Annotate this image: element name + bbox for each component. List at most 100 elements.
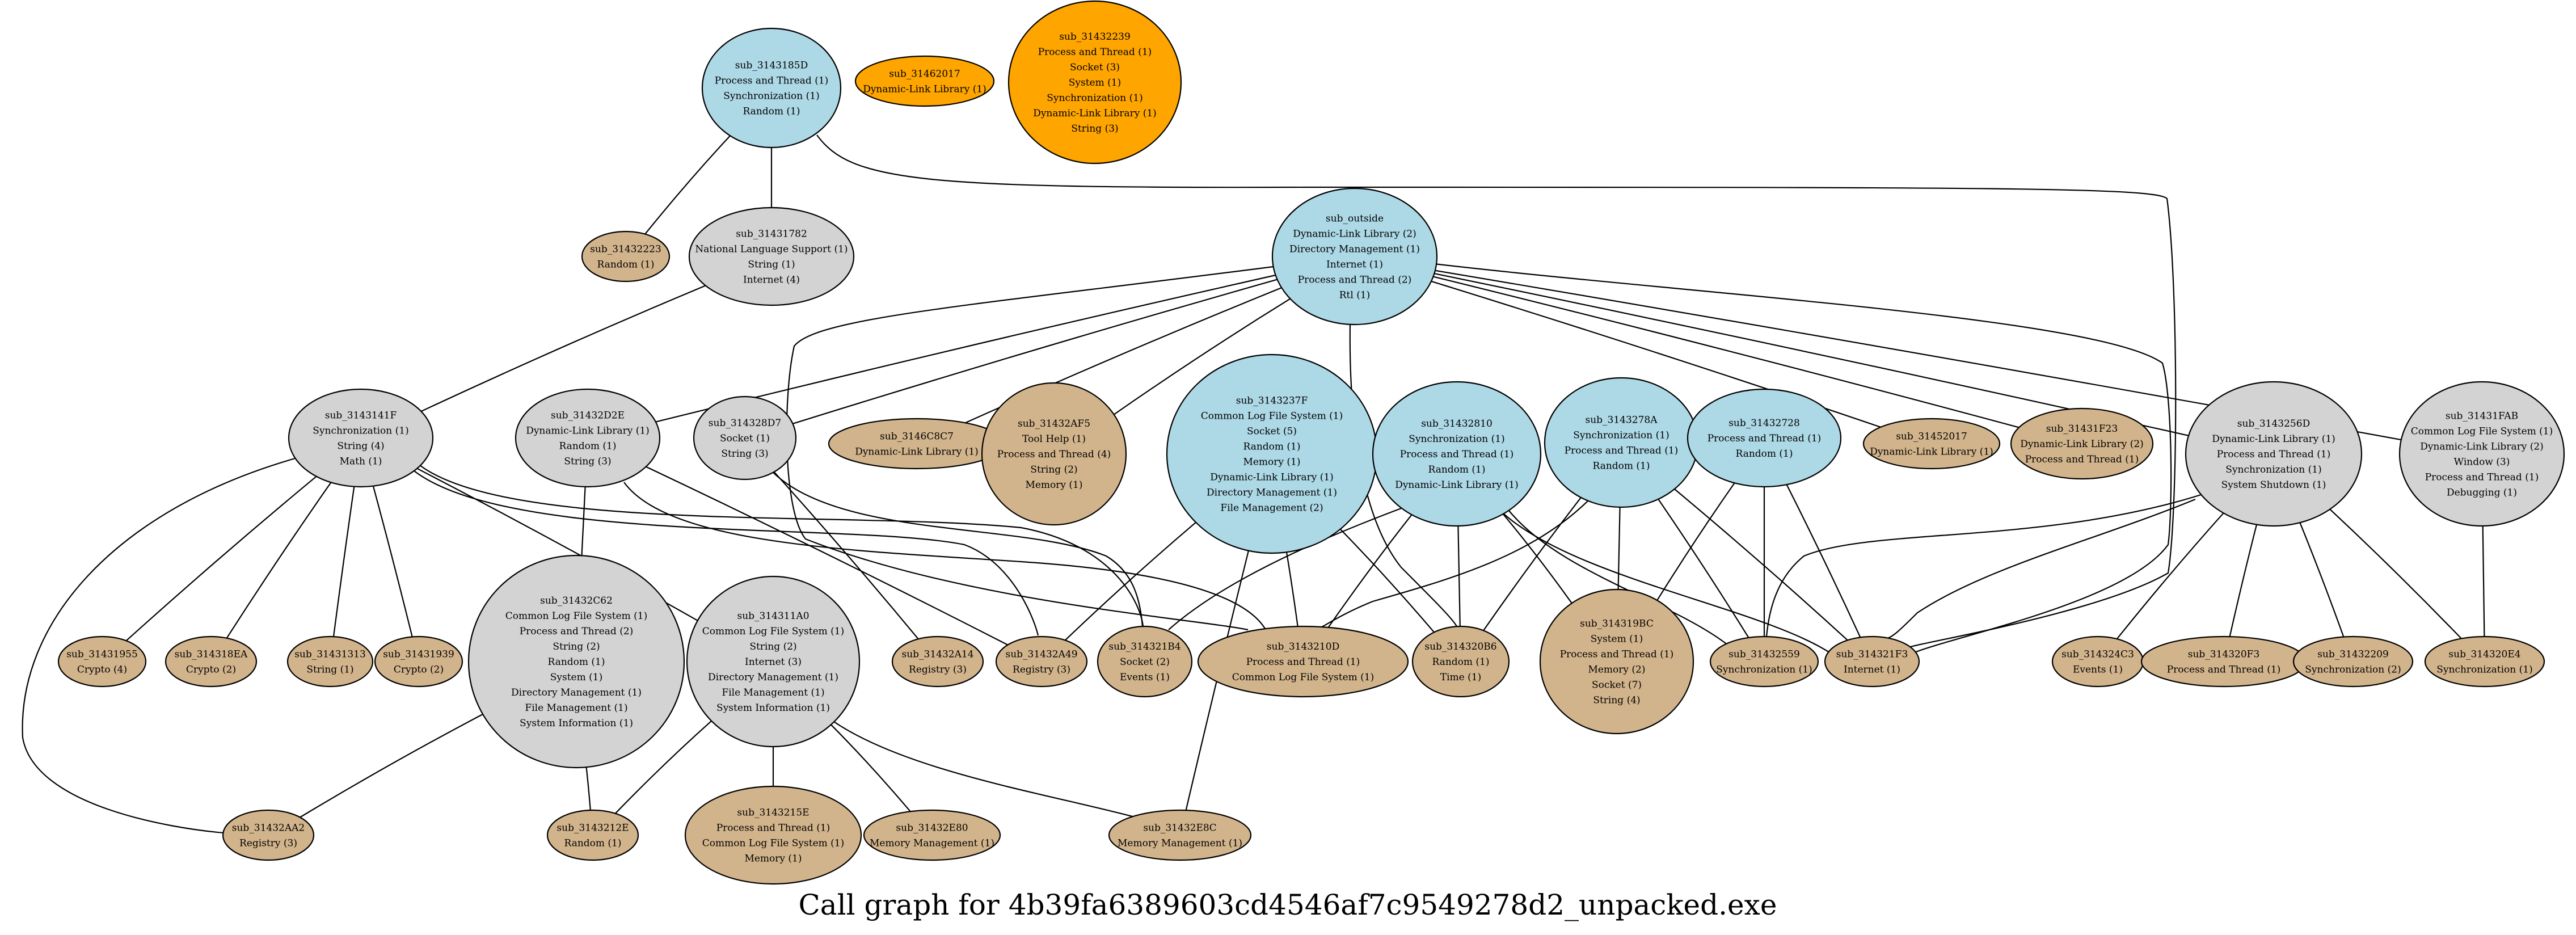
edge-n3143278A-to-n314320B6: [1483, 497, 1582, 631]
node-api-category: Common Log File System (1): [702, 626, 844, 637]
edge-n3143185D-to-n314321F3: [816, 134, 2177, 648]
node-api-category: Dynamic-Link Library (1): [1210, 472, 1334, 483]
node-ellipse: [1108, 809, 1252, 861]
node-api-category: String (2): [553, 641, 600, 652]
node-api-category: Internet (4): [743, 275, 800, 286]
node-api-category: Process and Thread (1): [715, 75, 829, 87]
edge-n3143278A-to-n31432559: [1658, 499, 1749, 638]
node-ellipse: [1709, 635, 1819, 688]
node-api-category: Synchronization (1): [313, 426, 408, 437]
edge-n31432728-to-n314319BC: [1656, 482, 1735, 601]
edge-n31431FAB-to-n314320E4: [2482, 525, 2485, 637]
edge-n31432810-to-n314321F3: [1503, 513, 1830, 653]
edge-n314311A0-to-n31432E8C: [833, 721, 1135, 818]
edge-n3143141F-to-n31431939: [372, 486, 413, 637]
node-ellipse: [546, 809, 639, 861]
node-function-name: sub_31431F23: [2046, 423, 2118, 435]
node-ellipse: [1687, 388, 1842, 488]
node-api-category: Rtl (1): [1339, 290, 1371, 301]
node-api-category: File Management (1): [525, 702, 627, 714]
node-api-category: Memory Management (1): [1118, 838, 1242, 849]
edge-n3143278A-to-n3143210D: [1321, 500, 1589, 627]
node-api-category: Common Log File System (1): [1201, 411, 1343, 422]
node-ellipse: [828, 418, 1006, 470]
node-function-name: sub_31432810: [1421, 418, 1493, 429]
node-function-name: sub_314319BC: [1580, 618, 1654, 630]
node-api-category: Registry (3): [239, 838, 297, 849]
node-api-category: Dynamic-Link Library (1): [526, 426, 650, 437]
node-api-category: Dynamic-Link Library (2): [2020, 439, 2144, 450]
node-api-category: Common Log File System (1): [702, 838, 844, 849]
node-api-category: Random (1): [597, 259, 655, 271]
node-api-category: Events (1): [1120, 672, 1170, 683]
edge-n31432810-to-n314320B6: [1457, 525, 1461, 627]
node-api-category: Common Log File System (1): [1232, 672, 1374, 683]
node-api-category: Directory Management (1): [1289, 244, 1420, 255]
node-ellipse: [581, 230, 671, 283]
node-api-category: Synchronization (1): [723, 91, 819, 102]
node-function-name: sub_3143237F: [1236, 395, 1308, 407]
node-ellipse: [701, 27, 842, 149]
edge-outside-to-n31432AF5: [1113, 298, 1291, 415]
node-ellipse: [2051, 635, 2144, 688]
node-ellipse: [995, 635, 1088, 688]
node-api-category: Dynamic-Link Library (1): [855, 447, 979, 458]
edge-n314328D7-to-n314321B4: [771, 470, 1144, 627]
edges-layer: [22, 134, 2485, 834]
node-function-name: sub_314321F3: [1836, 649, 1908, 660]
node-ellipse: [1824, 635, 1920, 688]
node-api-category: Dynamic-Link Library (1): [863, 84, 986, 95]
node-function-name: sub_31431782: [736, 229, 807, 240]
node-ellipse: [2185, 381, 2363, 527]
node-api-category: Socket (2): [1120, 656, 1170, 668]
node-api-category: Memory (1): [1243, 457, 1300, 468]
node-api-category: Process and Thread (1): [2167, 664, 2281, 676]
node-function-name: sub_314320E4: [2448, 649, 2520, 660]
node-api-category: Process and Thread (4): [997, 449, 1111, 460]
node-api-category: Synchronization (1): [1716, 664, 1812, 676]
node-function-name: sub_31432A14: [901, 649, 973, 660]
node-api-category: Process and Thread (1): [716, 823, 830, 834]
node-ellipse: [515, 388, 661, 488]
node-ellipse: [1372, 381, 1542, 527]
node-api-category: Process and Thread (1): [1565, 445, 1679, 457]
node-api-category: String (2): [1030, 464, 1077, 475]
node-api-category: Random (1): [1736, 448, 1793, 460]
node-api-category: Process and Thread (1): [1246, 656, 1360, 668]
node-api-category: Random (1): [1428, 464, 1486, 475]
node-function-name: sub_31432223: [590, 244, 661, 255]
edge-n3143256D-to-n314320F3: [2229, 524, 2258, 637]
node-ellipse: [854, 55, 995, 107]
node-api-category: Process and Thread (1): [1560, 649, 1674, 660]
edge-n3143278A-to-n314319BC: [1617, 507, 1621, 590]
node-ellipse: [2010, 407, 2154, 480]
node-api-category: Random (1): [1593, 461, 1650, 472]
node-api-category: Random (1): [743, 106, 800, 117]
node-ellipse: [1544, 377, 1699, 508]
node-api-category: Window (3): [2454, 457, 2510, 468]
node-function-name: sub_31432D2E: [551, 410, 625, 422]
node-api-category: Memory (1): [744, 853, 802, 865]
node-api-category: Synchronization (1): [2225, 464, 2321, 475]
node-function-name: sub_31432E80: [896, 823, 968, 834]
node-api-category: File Management (2): [1220, 503, 1323, 514]
node-function-name: sub_31431939: [383, 649, 454, 660]
node-api-category: Dynamic-Link Library (1): [2212, 433, 2335, 445]
node-api-category: Dynamic-Link Library (2): [2420, 441, 2544, 453]
node-api-category: Memory (2): [1588, 664, 1645, 676]
edge-n31432C62-to-n31432AA2: [300, 713, 483, 818]
node-api-category: String (4): [1593, 695, 1640, 706]
